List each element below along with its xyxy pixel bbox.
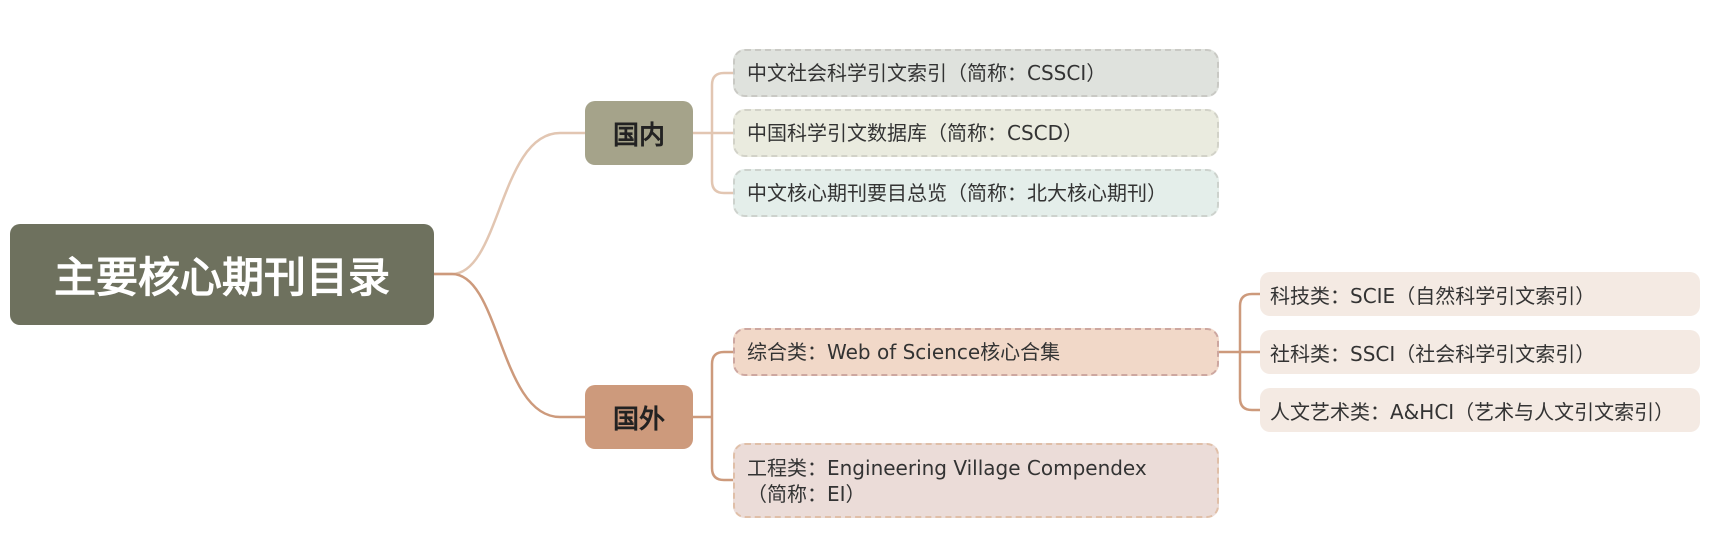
- leaf-pku-core[interactable]: 中文核心期刊要目总览（简称：北大核心期刊）: [733, 169, 1219, 217]
- leaf-cssci[interactable]: 中文社会科学引文索引（简称：CSSCI）: [733, 49, 1219, 97]
- connector-root-foreign: [434, 272, 585, 419]
- sub-ahci[interactable]: 人文艺术类：A&HCI（艺术与人文引文索引）: [1260, 388, 1700, 432]
- connector-domestic-leaves: [693, 71, 733, 195]
- branch-foreign[interactable]: 国外: [585, 385, 693, 449]
- root-topic[interactable]: 主要核心期刊目录: [10, 224, 434, 325]
- leaf-web-of-science[interactable]: 综合类：Web of Science核心合集: [733, 328, 1219, 376]
- sub-scie[interactable]: 科技类：SCIE（自然科学引文索引）: [1260, 272, 1700, 316]
- leaf-cscd[interactable]: 中国科学引文数据库（简称：CSCD）: [733, 109, 1219, 157]
- connector-wos-children: [1219, 292, 1260, 412]
- branch-domestic[interactable]: 国内: [585, 101, 693, 165]
- connector-foreign-leaves: [693, 350, 733, 482]
- connector-root-domestic: [434, 131, 585, 276]
- leaf-ei[interactable]: 工程类：Engineering Village Compendex（简称：EI）: [733, 443, 1219, 518]
- sub-ssci[interactable]: 社科类：SSCI（社会科学引文索引）: [1260, 330, 1700, 374]
